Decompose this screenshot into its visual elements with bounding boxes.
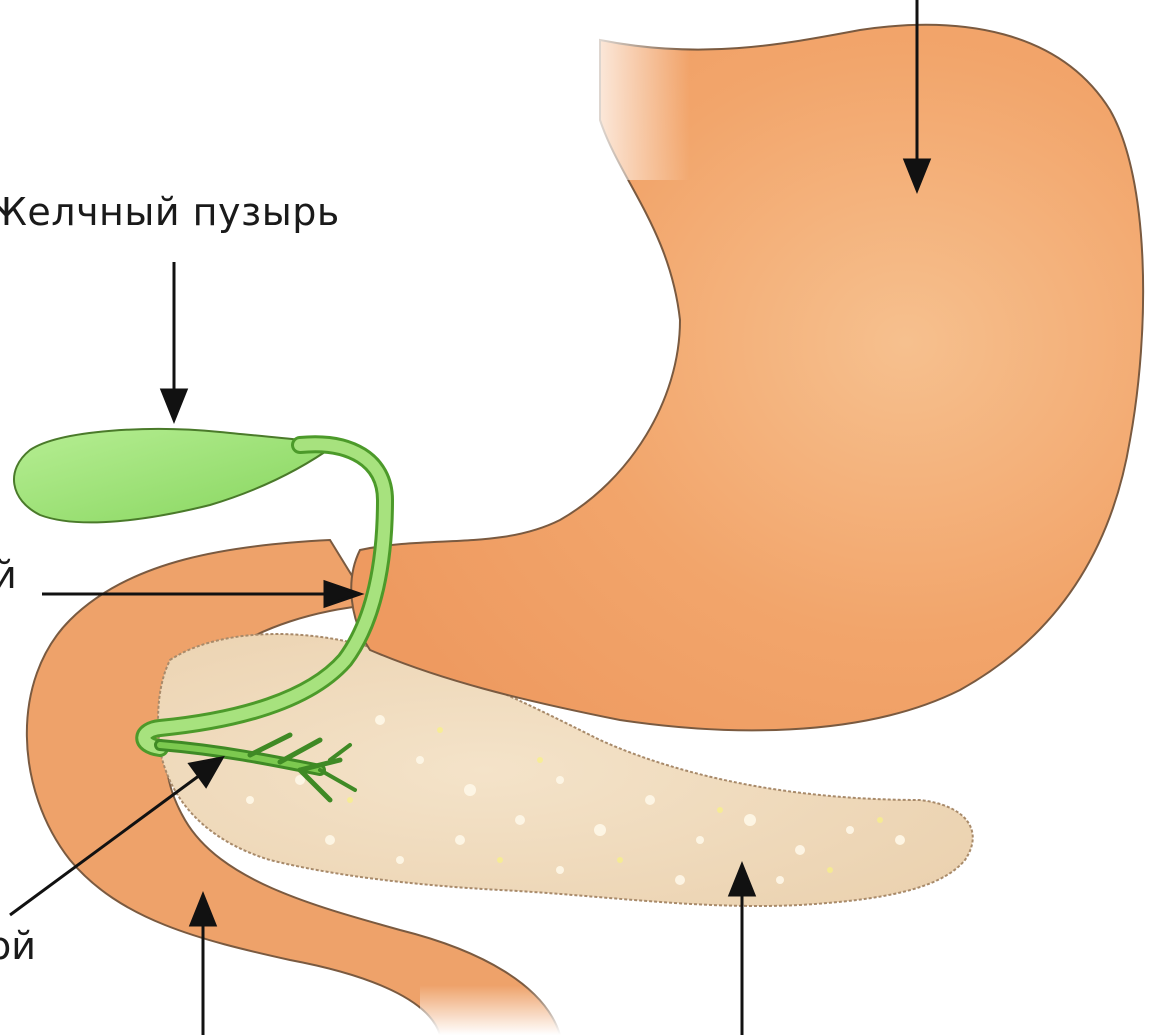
- label-gallbladder: Желчный пузырь: [0, 193, 340, 231]
- esophagus-fade: [570, 30, 690, 180]
- arrowhead-gallbladder: [162, 390, 186, 420]
- gallbladder: [14, 429, 335, 522]
- stomach: [351, 25, 1143, 730]
- label-pancreatic-duct-fragment: ой: [0, 927, 36, 965]
- duodenum-fade: [420, 985, 580, 1035]
- label-bile-duct-fragment: й: [0, 556, 17, 594]
